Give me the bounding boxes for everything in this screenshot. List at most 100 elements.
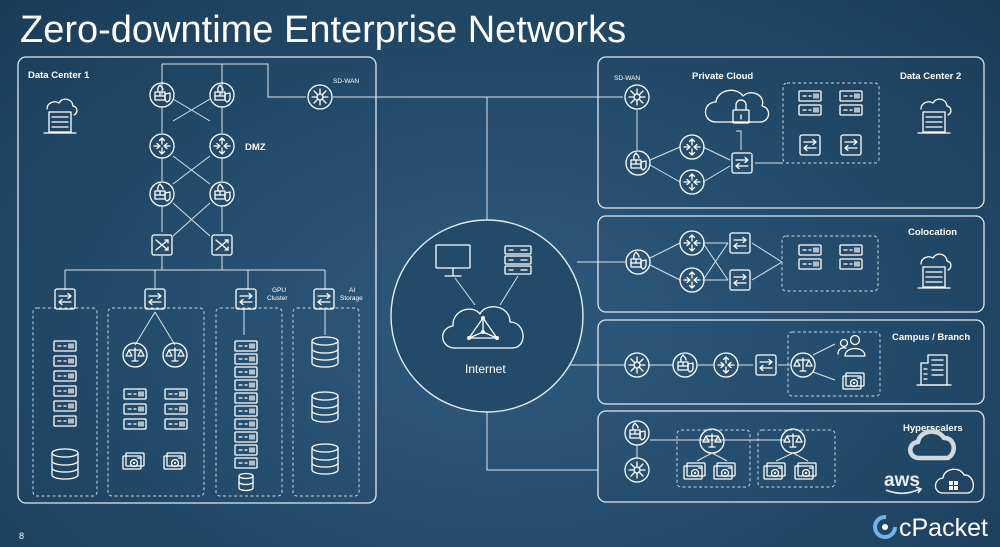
- internet-circle: [390, 219, 584, 413]
- settings-screen-icon: [763, 462, 786, 480]
- database-icon: [311, 336, 339, 368]
- server-icon: [164, 388, 188, 400]
- campus-pod: [787, 331, 881, 397]
- server-icon: [123, 388, 147, 400]
- server-icon: [839, 244, 863, 256]
- server-icon: [839, 258, 863, 270]
- router-icon: [679, 169, 705, 195]
- colocation-title: Colocation: [908, 227, 957, 238]
- server-icon: [53, 400, 77, 412]
- settings-screen-icon: [122, 452, 145, 470]
- database-icon: [51, 448, 79, 480]
- switch-icon: [144, 288, 166, 310]
- dc2-sdwan-label: SD-WAN: [614, 75, 640, 82]
- hyperscalers-title: Hyperscalers: [903, 423, 963, 434]
- users-icon: [837, 334, 866, 357]
- switch-icon: [729, 232, 751, 254]
- sdwan-icon: [624, 352, 650, 378]
- firewall-icon: [625, 249, 651, 275]
- data-center-1-panel: [17, 56, 377, 504]
- dc2-server-pod: [782, 82, 880, 164]
- data-center-building-icon: [43, 98, 78, 134]
- gpu-server-icon: [234, 379, 258, 391]
- hyperscaler-pod: [676, 429, 751, 488]
- cpacket-logo-icon: [873, 515, 897, 539]
- server-icon: [164, 403, 188, 415]
- load-balancer-icon: [122, 342, 148, 368]
- connection-lines: [64, 63, 836, 471]
- switch-icon: [313, 288, 335, 310]
- private-cloud-label: Private Cloud: [692, 71, 753, 82]
- sdwan-icon: [624, 457, 650, 483]
- switch-icon: [840, 134, 862, 156]
- monitor-icon: [435, 244, 471, 277]
- switch-icon: [729, 269, 751, 291]
- router-icon: [679, 230, 705, 256]
- data-center-2-title: Data Center 2: [900, 71, 961, 82]
- campus-branch-panel: [597, 319, 985, 405]
- gpu-server-icon: [234, 392, 258, 404]
- router-icon: [679, 134, 705, 160]
- settings-screen-icon: [842, 372, 865, 390]
- server-icon: [839, 90, 863, 102]
- firewall-icon: [625, 150, 651, 176]
- data-center-1-title: Data Center 1: [28, 70, 90, 81]
- switch-icon: [731, 152, 753, 174]
- server-pod: [32, 307, 98, 497]
- core-switch-icon: [151, 234, 173, 256]
- hyperscalers-panel: [597, 410, 985, 503]
- switch-icon: [235, 288, 257, 310]
- aws-logo-text: aws: [884, 470, 920, 491]
- campus-branch-title: Campus / Branch: [892, 332, 970, 343]
- server-icon: [123, 403, 147, 415]
- data-center-2-panel: [597, 56, 985, 209]
- server-icon: [53, 370, 77, 382]
- router-icon: [679, 267, 705, 293]
- firewall-icon: [672, 352, 698, 378]
- page-number: 8: [19, 531, 24, 541]
- server-icon: [839, 104, 863, 116]
- gpu-server-icon: [234, 431, 258, 443]
- google-cloud-icon: [908, 429, 957, 461]
- sdwan-icon: [624, 84, 650, 110]
- load-balancer-icon: [780, 428, 806, 454]
- server-icon: [53, 355, 77, 367]
- firewall-icon: [149, 181, 175, 207]
- aws-smile-icon: [885, 486, 923, 495]
- data-center-building-icon: [917, 253, 952, 289]
- settings-screen-icon: [713, 462, 736, 480]
- database-icon: [311, 443, 339, 475]
- core-switch-icon: [211, 234, 233, 256]
- server-icon: [798, 104, 822, 116]
- data-center-building-icon: [917, 98, 952, 134]
- server-icon: [798, 258, 822, 270]
- router-icon: [149, 133, 175, 159]
- settings-screen-icon: [794, 462, 817, 480]
- database-icon: [311, 391, 339, 423]
- gpu-server-icon: [234, 405, 258, 417]
- server-icon: [53, 340, 77, 352]
- colocation-server-pod: [781, 235, 879, 292]
- firewall-icon: [624, 420, 650, 446]
- settings-screen-icon: [683, 462, 706, 480]
- settings-screen-icon: [163, 452, 186, 470]
- router-icon: [713, 352, 739, 378]
- switch-icon: [54, 288, 76, 310]
- switch-icon: [799, 134, 821, 156]
- server-icon: [798, 90, 822, 102]
- gpu-server-icon: [234, 444, 258, 456]
- server-icon: [123, 418, 147, 430]
- gpu-server-icon: [234, 340, 258, 352]
- server-icon: [53, 385, 77, 397]
- internet-label: Internet: [465, 362, 506, 376]
- server-icon: [164, 418, 188, 430]
- azure-cloud-icon: [934, 468, 974, 494]
- gpu-cluster-pod: [215, 307, 283, 497]
- cpacket-brand-text: cPacket: [899, 514, 988, 542]
- slide-title: Zero-downtime Enterprise Networks: [20, 9, 626, 51]
- sdwan-icon: [307, 84, 333, 110]
- load-balancer-icon: [790, 352, 816, 378]
- database-icon: [238, 472, 254, 492]
- gpu-server-icon: [234, 366, 258, 378]
- server-pod: [107, 307, 205, 497]
